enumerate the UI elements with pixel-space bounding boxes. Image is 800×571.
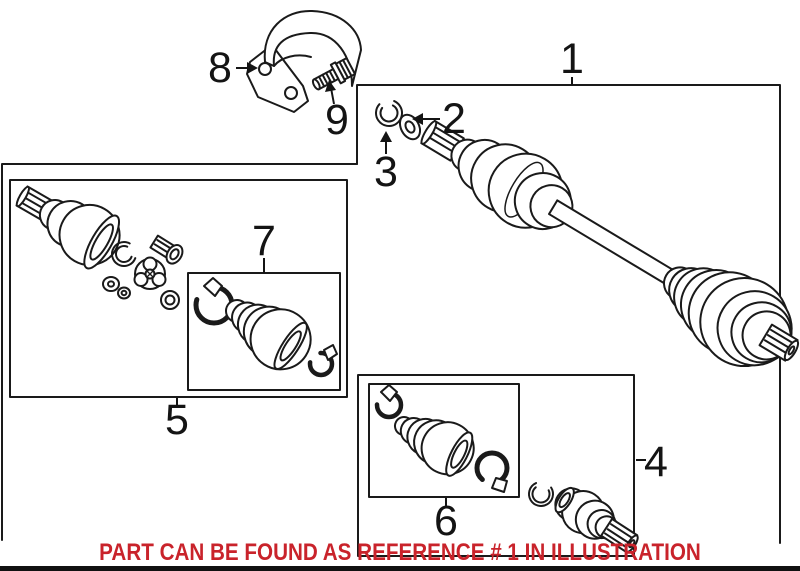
part-label-4: 4: [644, 438, 668, 486]
part-label-5: 5: [165, 396, 189, 444]
outer-stub-joint-art: [528, 481, 639, 554]
reference-notice: PART CAN BE FOUND AS REFERENCE # 1 IN IL…: [99, 539, 701, 566]
part-label-7: 7: [252, 217, 276, 265]
part-label-2: 2: [442, 95, 466, 143]
axle-shaft-art: [420, 119, 800, 368]
boot-kit-6-art: [374, 384, 510, 493]
part-label-9: 9: [325, 96, 349, 144]
callout-leaders: [176, 62, 646, 506]
left-group-frame: [1, 163, 358, 541]
image-bottom-border: [0, 566, 800, 571]
bracket-art: [246, 9, 362, 113]
part-label-1: 1: [560, 35, 584, 83]
part-label-8: 8: [208, 44, 232, 92]
snap-ring-3-art: [375, 99, 403, 127]
part-label-3: 3: [374, 148, 398, 196]
washer-2-art: [398, 113, 422, 141]
part-label-6: 6: [434, 497, 458, 545]
inner-cv-joint-art: [15, 185, 184, 310]
boot-kit-7-art: [193, 277, 338, 378]
